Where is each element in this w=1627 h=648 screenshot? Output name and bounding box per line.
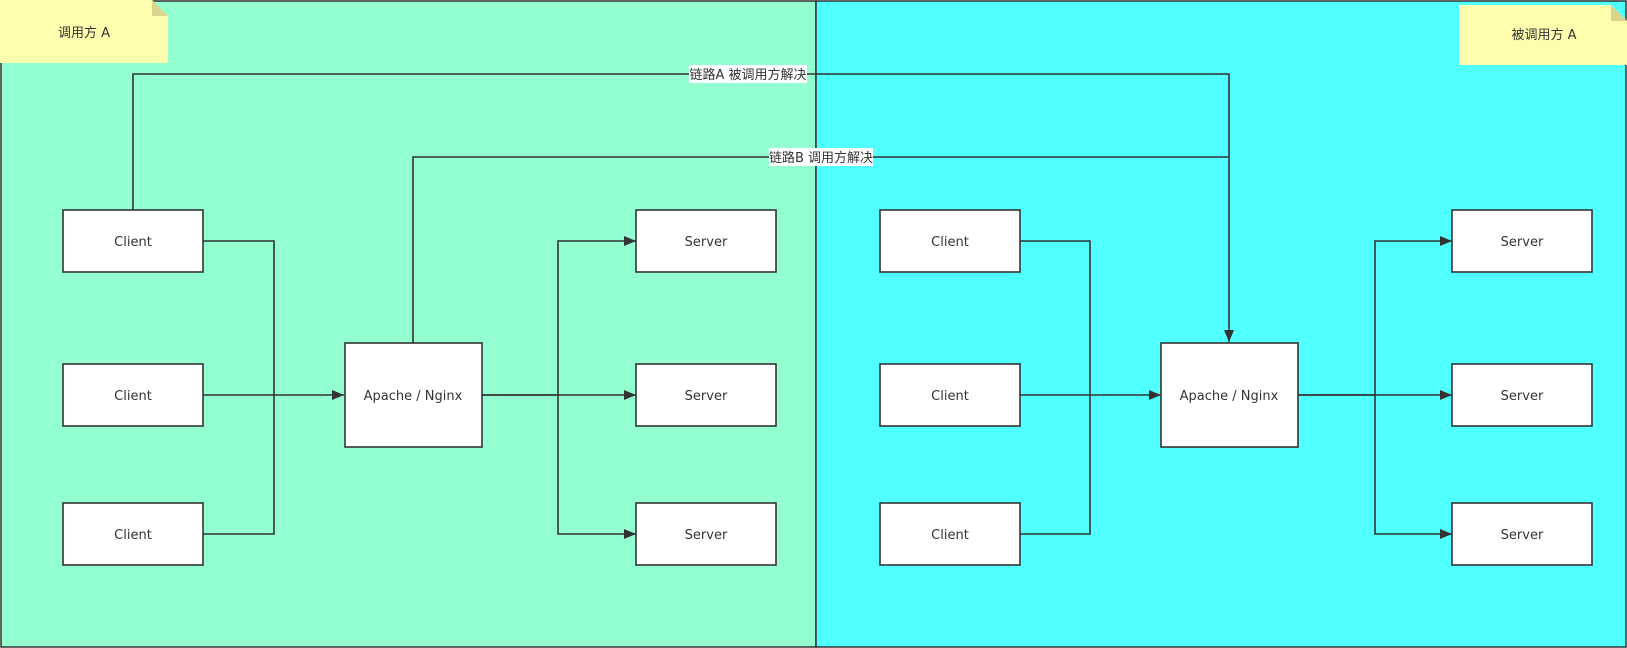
caller-client-1-box	[62, 209, 204, 273]
callee-client-3-label: Client	[931, 528, 969, 543]
caller-server-1-box	[635, 209, 777, 273]
callee-client-3[interactable]: Client	[879, 502, 1021, 566]
callee-proxy[interactable]: Apache / Nginx	[1160, 342, 1299, 448]
callee-note-label: 被调用方 A	[1511, 27, 1576, 43]
callee-client-1-box	[879, 209, 1021, 273]
link-a-label: 链路A 被调用方解决	[689, 67, 806, 83]
caller-server-3[interactable]: Server	[635, 502, 777, 566]
callee-client-3-edge	[1020, 395, 1091, 535]
callee-server-3-edge	[1374, 395, 1452, 539]
caller-client-3-edge	[203, 395, 275, 535]
caller-server-3-label: Server	[685, 528, 728, 543]
caller-proxy[interactable]: Apache / Nginx	[344, 342, 483, 448]
callee-note: 被调用方 A	[1459, 5, 1627, 65]
caller-server-1-label: Server	[685, 235, 728, 250]
caller-server-1[interactable]: Server	[635, 209, 777, 273]
caller-client-2-box	[62, 363, 204, 427]
callee-note-body	[1459, 5, 1627, 65]
callee-client-2-box	[879, 363, 1021, 427]
caller-proxy-label: Apache / Nginx	[364, 389, 463, 404]
caller-client-3-label: Client	[114, 528, 152, 543]
link-a-edge	[132, 73, 1234, 342]
callee-client-2-label: Client	[931, 389, 969, 404]
callee-server-1-label: Server	[1501, 235, 1544, 250]
caller-client-3-box	[62, 502, 204, 566]
caller-client-3[interactable]: Client	[62, 502, 204, 566]
caller-connectors	[203, 236, 636, 539]
callee-server-3[interactable]: Server	[1451, 502, 1593, 566]
caller-note-label: 调用方 A	[58, 25, 110, 41]
caller-client-2-label: Client	[114, 389, 152, 404]
link-b-label-bg	[769, 148, 873, 166]
callee-note-fold	[1611, 5, 1627, 21]
caller-server-2-box	[635, 363, 777, 427]
caller-server-2-label: Server	[685, 389, 728, 404]
callee-client-1-edge	[1020, 240, 1091, 395]
callee-server-3-box	[1451, 502, 1593, 566]
callee-connectors	[1020, 236, 1452, 539]
link-b-edge	[412, 156, 1229, 343]
link-a-label-bg	[689, 65, 807, 83]
callee-server-3-label: Server	[1501, 528, 1544, 543]
caller-note-body	[0, 0, 168, 63]
caller-proxy-box	[344, 342, 483, 448]
callee-client-1[interactable]: Client	[879, 209, 1021, 273]
callee-server-2-label: Server	[1501, 389, 1544, 404]
callee-server-1-box	[1451, 209, 1593, 273]
callee-client-3-box	[879, 502, 1021, 566]
callee-server-1[interactable]: Server	[1451, 209, 1593, 273]
caller-client-1[interactable]: Client	[62, 209, 204, 273]
caller-server-2[interactable]: Server	[635, 363, 777, 427]
caller-client-2[interactable]: Client	[62, 363, 204, 427]
caller-server-3-box	[635, 502, 777, 566]
callee-client-1-label: Client	[931, 235, 969, 250]
caller-client-1-edge	[203, 240, 275, 395]
link-b-label: 链路B 调用方解决	[769, 150, 873, 166]
callee-client-2[interactable]: Client	[879, 363, 1021, 427]
callee-server-2[interactable]: Server	[1451, 363, 1593, 427]
callee-proxy-box	[1160, 342, 1299, 448]
caller-note-fold	[152, 0, 168, 16]
caller-note: 调用方 A	[0, 0, 168, 63]
caller-client-1-label: Client	[114, 235, 152, 250]
callee-proxy-label: Apache / Nginx	[1180, 389, 1279, 404]
callee-server-2-box	[1451, 363, 1593, 427]
caller-server-3-edge	[557, 395, 636, 539]
